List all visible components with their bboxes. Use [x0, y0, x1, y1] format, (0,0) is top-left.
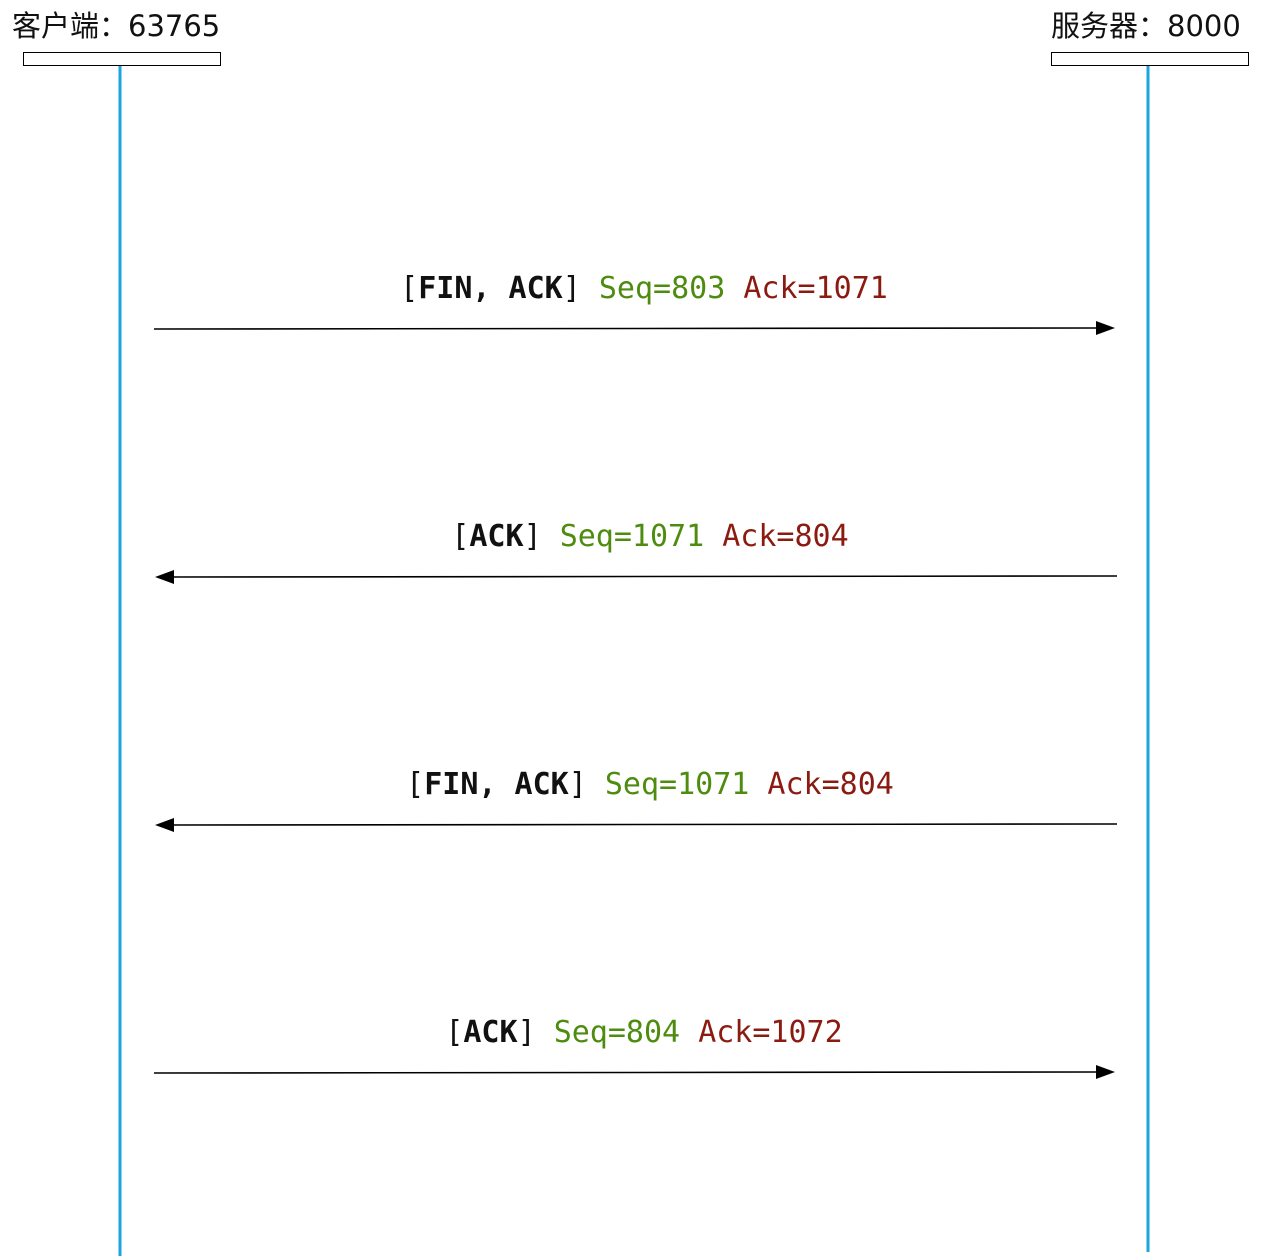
- client-header-box: [23, 52, 221, 66]
- message-ack: Ack=1072: [698, 1015, 843, 1050]
- message-label-2: [ACK] Seq=1071 Ack=804: [451, 519, 849, 554]
- message-arrow-3: [155, 818, 1118, 832]
- server-label: 服务器：8000: [1051, 9, 1241, 43]
- message-label-4: [ACK] Seq=804 Ack=1072: [445, 1015, 843, 1050]
- message-label-3: [FIN, ACK] Seq=1071 Ack=804: [406, 767, 894, 802]
- arrowhead-right-icon: [1096, 1065, 1115, 1079]
- message-arrow-4: [153, 1065, 1115, 1079]
- message-seq: Seq=804: [553, 1015, 681, 1050]
- message-seq: Seq=803: [598, 271, 726, 306]
- message-flags: ACK: [469, 519, 524, 554]
- message-arrow-2: [155, 570, 1118, 584]
- message-flags: ACK: [463, 1015, 518, 1050]
- client-label: 客户端：63765: [12, 9, 221, 43]
- arrowhead-right-icon: [1096, 321, 1115, 335]
- message-ack: Ack=1071: [743, 271, 888, 306]
- message-flags: FIN, ACK: [418, 271, 563, 306]
- message-arrow-1: [153, 321, 1115, 335]
- message-flags: FIN, ACK: [424, 767, 569, 802]
- server-header-box: [1051, 52, 1249, 66]
- arrowhead-left-icon: [155, 570, 174, 584]
- arrowhead-left-icon: [155, 818, 174, 832]
- message-ack: Ack=804: [767, 767, 894, 802]
- message-seq: Seq=1071: [559, 519, 705, 554]
- message-label-1: [FIN, ACK] Seq=803 Ack=1071: [400, 271, 888, 306]
- message-seq: Seq=1071: [604, 767, 750, 802]
- message-ack: Ack=804: [722, 519, 849, 554]
